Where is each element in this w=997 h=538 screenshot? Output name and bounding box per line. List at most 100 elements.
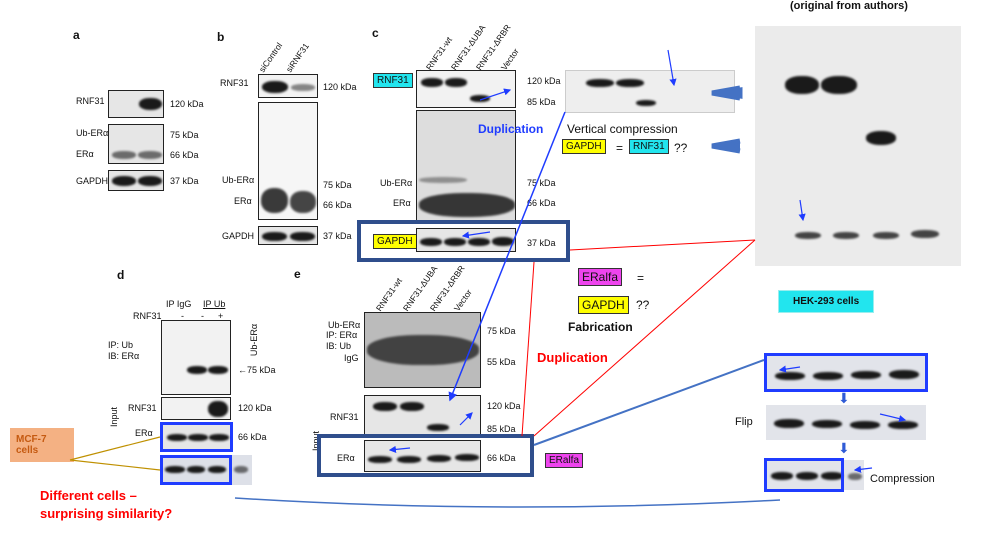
eralfa-tag: ERalfa (545, 453, 584, 468)
eralfa-tag: ERalfa (578, 268, 623, 286)
er-highlight-box (160, 422, 233, 452)
rnf31-tag: RNF31 (373, 73, 413, 88)
kda: 85 kDa (527, 97, 556, 107)
compression-label: Compression (870, 473, 935, 485)
mcf7-blot-strip (160, 455, 252, 485)
label: ERα (337, 453, 355, 463)
blot-d-ub (161, 320, 231, 395)
blot-e-ub (364, 312, 481, 388)
panel-a-letter: a (73, 28, 80, 42)
hek-label: HEK-293 cells (778, 290, 875, 313)
down-arrow-icon: ⬇ (838, 390, 850, 406)
kda: 85 kDa (487, 424, 516, 434)
duplication-blue-label: Duplication (478, 122, 544, 136)
blot-c-rnf31 (416, 70, 516, 108)
gapdh-tag: GAPDH (562, 139, 606, 154)
label: GAPDH (222, 231, 255, 241)
flipped-strip (766, 405, 926, 440)
label: ERα (135, 428, 153, 438)
blot-a-er (108, 124, 164, 164)
label: RNF31 (128, 403, 157, 413)
ip-ub: IP Ub (203, 299, 226, 309)
label: Ub-ERα (380, 178, 413, 188)
label: ERα (234, 196, 252, 206)
blot-b-ub (258, 102, 318, 220)
kda: 75 kDa (527, 178, 556, 188)
original-blot-image (755, 26, 961, 266)
lane-label: Vector (498, 46, 521, 72)
ip-text: IB: ERα (108, 351, 140, 361)
label: ERα (76, 149, 94, 159)
blot-e-rnf31 (364, 395, 481, 437)
blot-a-gapdh (108, 170, 164, 191)
panel-b-letter: b (217, 30, 225, 44)
label: RNF31 (330, 412, 359, 422)
compressed-strip (766, 460, 864, 490)
blot-b-rnf31 (258, 74, 318, 98)
gapdh-tag: GAPDH (373, 234, 417, 249)
block-arrow-icon (711, 138, 741, 154)
similarity-label: surprising similarity? (40, 506, 173, 521)
ip-text: IP: Ub (108, 340, 134, 350)
kda: 75 kDa (323, 180, 352, 190)
kda: 66 kDa (323, 200, 352, 210)
label: ERα (393, 198, 411, 208)
flip-label: Flip (735, 416, 753, 428)
sign: - (201, 311, 204, 321)
ip-text: IB: Ub (326, 341, 352, 351)
label: Ub-ERα (222, 175, 255, 185)
mcf7-label: MCF-7 cells (10, 428, 74, 462)
kda: 120 kDa (487, 401, 521, 411)
different-cells-label: Different cells – (40, 488, 137, 503)
kda: 37 kDa (527, 238, 556, 248)
sign: - (181, 311, 184, 321)
fabrication-label: Fabrication (568, 320, 633, 334)
rnf31-tag: RNF31 (629, 139, 669, 154)
compression-highlight-box (764, 458, 844, 492)
lane-label: Vector (451, 287, 474, 313)
kda: 120 kDa (238, 403, 272, 413)
kda: ←75 kDa (238, 365, 276, 375)
label: GAPDH (76, 176, 109, 186)
kda: 75 kDa (170, 130, 199, 140)
kda: 55 kDa (487, 357, 516, 367)
lane-label: RNF31-wt (373, 275, 404, 313)
panel-d-letter: d (117, 268, 125, 282)
blot-e-er (364, 440, 481, 472)
igg-label: IgG (344, 353, 359, 363)
ip-igg: IP IgG (166, 299, 192, 309)
kda: 66 kDa (238, 432, 267, 442)
kda: 66 kDa (527, 198, 556, 208)
kda: 66 kDa (487, 453, 516, 463)
equals: = (616, 141, 624, 155)
vertical-compression-label: Vertical compression (567, 122, 678, 136)
label: RNF31 (220, 78, 249, 88)
lane-label: siControl (256, 40, 285, 74)
down-arrow-icon: ⬇ (838, 440, 850, 456)
ip-text: IP: ERα (326, 330, 358, 340)
blot-b-gapdh (258, 226, 318, 245)
mcf7-highlight-box (160, 455, 232, 485)
kda: 37 kDa (323, 231, 352, 241)
original-caption: (original from authors) (790, 0, 908, 12)
er-highlight-box (317, 434, 534, 477)
blot-d-rnf31 (161, 397, 231, 420)
duplication-red-label: Duplication (537, 350, 608, 365)
ub-er-label: Ub-ERα (328, 320, 361, 330)
sign: + (218, 311, 224, 321)
input-label: Input (109, 406, 120, 428)
gapdh-tag: GAPDH (578, 296, 629, 314)
kda: 37 kDa (170, 176, 199, 186)
panel-e-letter: e (294, 267, 301, 281)
kda: 120 kDa (170, 99, 204, 109)
label: RNF31 (76, 96, 105, 106)
blot-a-rnf31 (108, 90, 164, 118)
equals: = (637, 271, 645, 285)
kda: 66 kDa (170, 150, 199, 160)
question-marks: ?? (674, 141, 688, 155)
kda: 120 kDa (527, 76, 561, 86)
rnf31-label: RNF31 (133, 311, 162, 321)
lane-label: siRNF31 (283, 41, 311, 74)
hek-highlight-box (764, 353, 928, 392)
